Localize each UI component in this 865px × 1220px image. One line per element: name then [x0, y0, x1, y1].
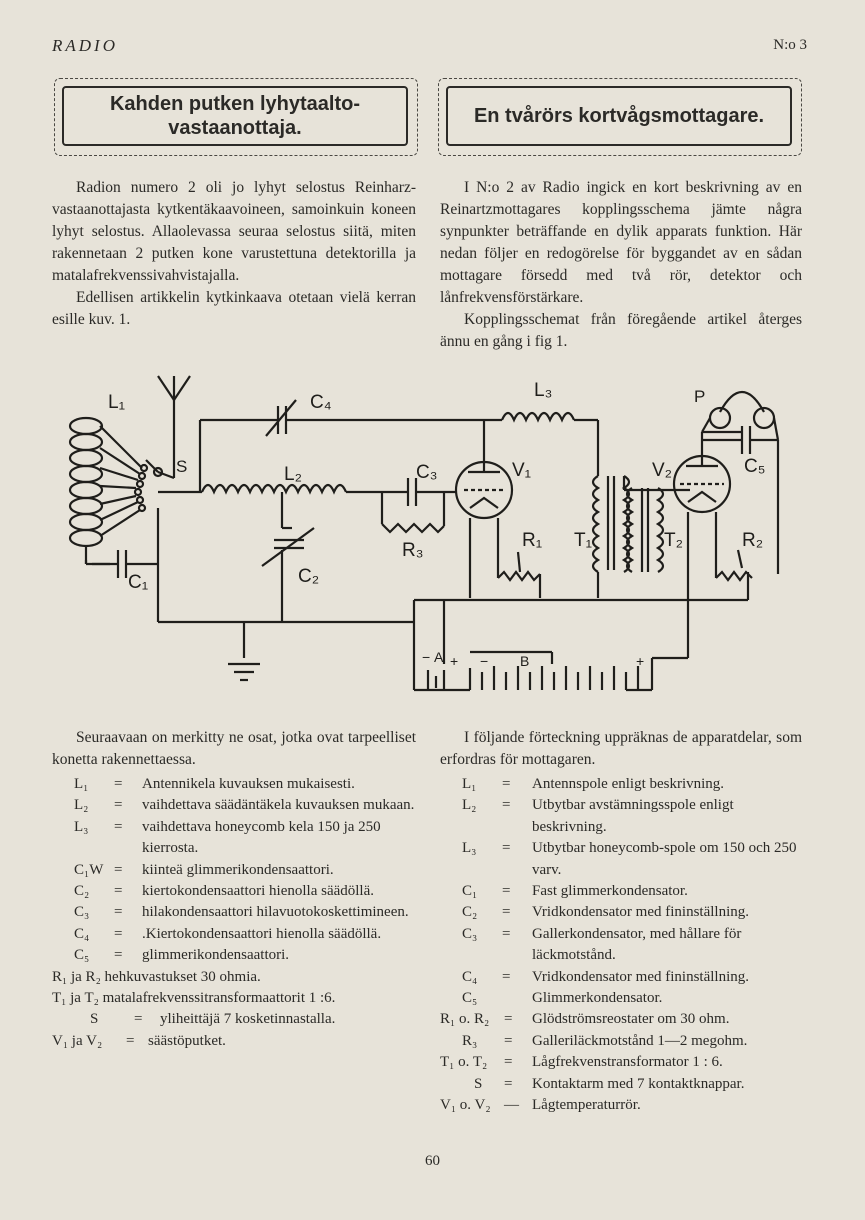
list-item: V₁ ja V₂=säästöputket. — [52, 1032, 226, 1049]
list-item: L₂=vaihdettava säädäntäkela kuvauksen mu… — [74, 797, 415, 814]
label-minus-a: − — [422, 649, 430, 665]
label-s: S — [176, 457, 187, 476]
transformer-t2 — [625, 487, 665, 573]
list-item: T₁ ja T₂ matalafrekvenssitransformaattor… — [52, 990, 336, 1007]
list-intro-swedish-text: I följande förteckning uppräknas de appa… — [440, 729, 802, 768]
label-r2: R₂ — [742, 530, 763, 551]
battery-b — [468, 600, 690, 692]
label-r1: R₁ — [522, 530, 542, 551]
intro-swedish: I N:o 2 av Radio ingick en kort beskrivn… — [440, 177, 802, 353]
list-item: S=Kontaktarm med 7 kontaktknappar. — [474, 1075, 745, 1092]
list-item: L₃=Utbytbar honeycomb-spole om 150 och 2… — [462, 840, 797, 878]
antenna-icon — [157, 375, 191, 480]
capacitor-c5 — [702, 426, 778, 454]
running-header-title: RADIO — [52, 36, 118, 55]
ground-icon — [228, 662, 260, 682]
label-a: A — [434, 649, 444, 665]
label-c3: C₃ — [416, 462, 437, 483]
title-frame-swedish — [438, 78, 802, 156]
issue-number: N:o 3 — [773, 37, 807, 53]
label-t2: T₂ — [664, 530, 683, 551]
intro-swedish-p2: Kopplingsschemat från föregående artikel… — [440, 311, 802, 350]
parts-list-swedish: L₁=Antennspole enligt beskrivning. L₂=Ut… — [440, 774, 804, 1117]
title-swedish: En tvårörs kortvågsmottagare. — [446, 86, 792, 146]
label-l1: L₁ — [108, 392, 125, 413]
circuit-diagram: L₁ S C₄ L₂ C₃ L₃ V₁ V₂ P C₅ R₃ R₁ T₁ T₂ … — [68, 375, 780, 692]
switch-s — [99, 425, 164, 537]
list-item: C₁=Fast glimmerkondensator. — [462, 883, 688, 900]
label-c2: C₂ — [298, 566, 319, 587]
label-v1: V₁ — [512, 460, 531, 481]
capacitor-c4 — [265, 399, 297, 437]
title-finnish-line1: Kahden putken lyhytaalto- — [109, 93, 361, 115]
label-r3: R₃ — [402, 540, 423, 561]
label-b: B — [520, 653, 529, 669]
list-item: C₅=glimmerikondensaattori. — [74, 947, 290, 964]
list-item: C₄=Vridkondensator med fininställning. — [462, 968, 749, 985]
label-plus-b: + — [636, 653, 644, 669]
list-item: R₁ o. R₂=Glödströmsreostater om 30 ohm. — [440, 1011, 730, 1028]
title-frame-finnish — [54, 78, 418, 156]
list-item: R₃=Galleriläckmotstånd 1—2 megohm. — [462, 1032, 748, 1049]
capacitor-c2 — [261, 527, 315, 622]
label-c4: C₄ — [310, 392, 332, 413]
capacitor-c3 — [406, 478, 418, 506]
resistor-r3 — [380, 492, 446, 534]
transformer-t1 — [591, 475, 631, 598]
coil-l3 — [500, 411, 576, 423]
list-item: C₂=kiertokondensaattori hienolla säädöll… — [74, 883, 375, 900]
label-t1: T₁ — [574, 530, 592, 551]
resistor-r1 — [497, 551, 542, 598]
intro-finnish: Radion numero 2 oli jo lyhyt selostus Re… — [52, 177, 416, 331]
list-item: L₁=Antennikela kuvauksen mukaisesti. — [74, 776, 355, 792]
list-item: C₃=Gallerkondensator, med hållare för lä… — [462, 925, 742, 964]
label-p: P — [694, 387, 705, 406]
label-c5: C₅ — [744, 456, 765, 477]
list-intro-finnish: Seuraavaan on merkitty ne osat, jotka ov… — [52, 727, 416, 771]
battery-a — [412, 664, 470, 692]
label-plus-a: + — [450, 653, 458, 669]
label-minus-b: − — [480, 653, 488, 669]
resistor-r2 — [715, 549, 753, 600]
list-item: R₁ ja R₂ hehkuvastukset 30 ohmia. — [52, 968, 261, 985]
label-v2: V₂ — [652, 460, 672, 481]
antenna-coil-l1 — [68, 416, 104, 564]
list-item: C₂=Vridkondensator med fininställning. — [462, 904, 749, 921]
list-item: C₄=.Kiertokondensaattori hienolla säädöl… — [74, 925, 382, 942]
label-l3: L₃ — [534, 380, 552, 401]
label-l2: L₂ — [284, 464, 302, 485]
list-item: L₂=Utbytbar avstämningsspole enligt besk… — [462, 797, 734, 835]
list-item: L₁=Antennspole enligt beskrivning. — [462, 776, 725, 792]
list-intro-finnish-text: Seuraavaan on merkitty ne osat, jotka ov… — [52, 729, 416, 768]
list-intro-swedish: I följande förteckning uppräknas de appa… — [440, 727, 802, 771]
list-item: S=yliheittäjä 7 kosketinnastalla. — [90, 1011, 336, 1028]
title-finnish: Kahden putken lyhytaalto- vastaanottaja. — [62, 86, 408, 146]
list-item: V₁ o. V₂—Lågtemperaturrör. — [440, 1097, 641, 1114]
list-item: T₁ o. T₂=Lågfrekvenstransformator 1 : 6. — [440, 1054, 723, 1071]
label-c1: C₁ — [128, 572, 148, 593]
intro-swedish-p1: I N:o 2 av Radio ingick en kort beskrivn… — [440, 179, 802, 306]
tube-v1 — [454, 420, 514, 520]
list-item: C₁W=kiinteä glimmerikondensaattori. — [74, 861, 334, 878]
coil-l2 — [200, 483, 348, 495]
title-finnish-line2: vastaanottaja. — [168, 117, 302, 139]
list-item: L₃=vaihdettava honeycomb kela 150 ja 250… — [74, 818, 381, 857]
intro-finnish-p1: Radion numero 2 oli jo lyhyt selostus Re… — [52, 179, 416, 284]
title-swedish-text: En tvårörs kortvågsmottagare. — [473, 105, 765, 127]
parts-list-finnish: L₁=Antennikela kuvauksen mukaisesti. L₂=… — [52, 774, 416, 1052]
page-number: 60 — [425, 1153, 440, 1169]
headphones-icon — [701, 391, 780, 574]
list-item: C₃=hilakondensaattori hilavuotokosketti­… — [74, 904, 409, 921]
capacitor-c1 — [86, 508, 160, 578]
intro-finnish-p2: Edellisen artikkelin kytkinkaava otetaan… — [52, 289, 416, 328]
